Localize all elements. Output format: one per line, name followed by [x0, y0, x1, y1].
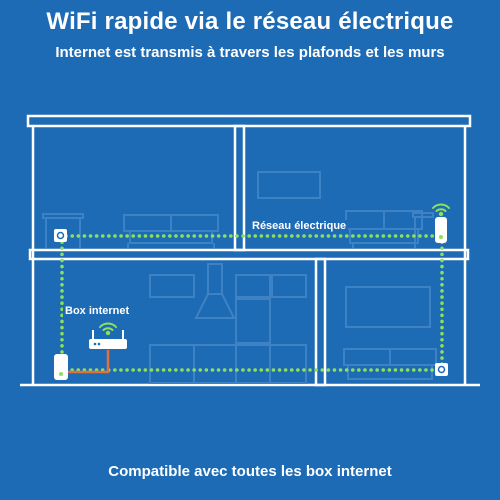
- internet-box-router: [89, 330, 127, 349]
- powerline-adapter-wifi: [435, 217, 447, 243]
- page-title: WiFi rapide via le réseau électrique: [46, 8, 454, 35]
- wall-socket-upper-left: [54, 229, 67, 242]
- page-subtitle: Internet est transmis à travers les plaf…: [55, 44, 445, 61]
- powerline-adapter-box: [54, 354, 68, 380]
- electrical-network-label: Réseau électrique: [250, 220, 349, 232]
- internet-box-label: Box internet: [63, 305, 132, 317]
- side-table-upper-left: [42, 213, 84, 248]
- wall-picture-upper-right: [257, 171, 321, 199]
- house-floor-slab: [28, 248, 470, 261]
- sofa-upper-right: [345, 210, 423, 248]
- lower-partition-wall: [314, 257, 327, 387]
- wifi-icon-router: [99, 322, 117, 336]
- wall-socket-lower-right: [435, 363, 448, 376]
- upper-partition-wall: [233, 124, 246, 252]
- footer-text: Compatible avec toutes les box internet: [108, 463, 392, 480]
- sofa-upper-left: [123, 214, 219, 248]
- wifi-icon-adapter: [432, 203, 450, 217]
- powerline-network: [58, 234, 444, 372]
- side-table-upper-right: [412, 212, 434, 248]
- ethernet-cable: [67, 350, 110, 374]
- wall-picture-lower-right: [345, 286, 431, 328]
- sofa-lower-right: [343, 348, 437, 380]
- kitchen: [149, 263, 307, 384]
- house-roof: [26, 114, 472, 128]
